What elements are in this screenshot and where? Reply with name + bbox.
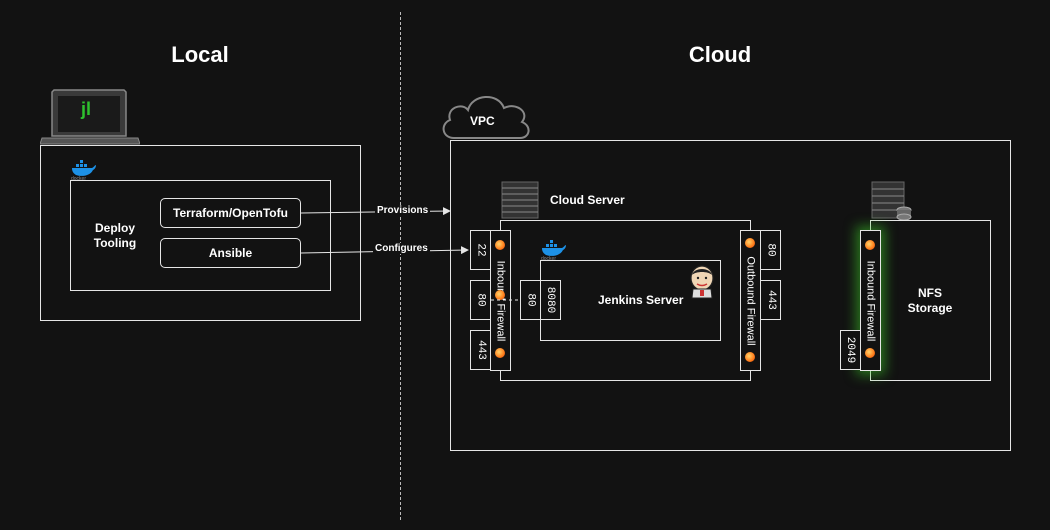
cloud-title: Cloud <box>688 42 752 67</box>
firewall-icon <box>865 348 875 358</box>
container-port-8080: 8080 <box>540 280 561 320</box>
docker-icon: docker <box>541 240 566 260</box>
svg-text:docker: docker <box>541 256 556 260</box>
laptop-icon: jl <box>40 89 140 145</box>
cloud-server-label: Cloud Server <box>550 193 625 207</box>
outbound-port-443: 443 <box>760 280 781 320</box>
deploy-tooling-container <box>70 180 331 291</box>
server-rack-icon <box>501 181 539 219</box>
terraform-tool: Terraform/OpenTofu <box>160 198 301 228</box>
svg-text:docker: docker <box>71 176 86 180</box>
outbound-port-80: 80 <box>760 230 781 270</box>
jenkins-icon <box>690 265 714 299</box>
firewall-icon <box>745 352 755 362</box>
vpc-cloud-icon: VPC <box>442 96 530 139</box>
firewall-icon <box>495 240 505 250</box>
nfs-inbound-firewall: Inbound Firewall <box>860 230 881 371</box>
jenkins-label: Jenkins Server <box>598 293 684 307</box>
deploy-tooling-label: Deploy Tooling <box>93 221 137 250</box>
port-22: 22 <box>470 230 491 270</box>
local-title: Local <box>171 42 229 67</box>
database-icon <box>896 206 912 220</box>
provisions-label: Provisions <box>375 205 431 216</box>
firewall-icon <box>495 348 505 358</box>
firewall-icon <box>495 290 505 300</box>
local-machine-box <box>40 145 361 321</box>
vpc-box <box>450 140 1011 451</box>
nfs-label: NFS Storage <box>907 286 953 315</box>
port-443: 443 <box>470 330 491 370</box>
svg-text:VPC: VPC <box>470 114 495 128</box>
configures-label: Configures <box>373 243 430 254</box>
section-divider <box>400 12 401 520</box>
docker-icon: docker <box>71 160 96 180</box>
port-80: 80 <box>470 280 491 320</box>
nfs-server-icon <box>871 181 912 220</box>
ansible-tool: Ansible <box>160 238 301 268</box>
firewall-icon <box>865 240 875 250</box>
svg-text:jl: jl <box>80 99 91 119</box>
jenkins-logo-icon: jl <box>80 99 91 119</box>
nfs-port-2049: 2049 <box>840 330 861 370</box>
firewall-icon <box>745 238 755 248</box>
